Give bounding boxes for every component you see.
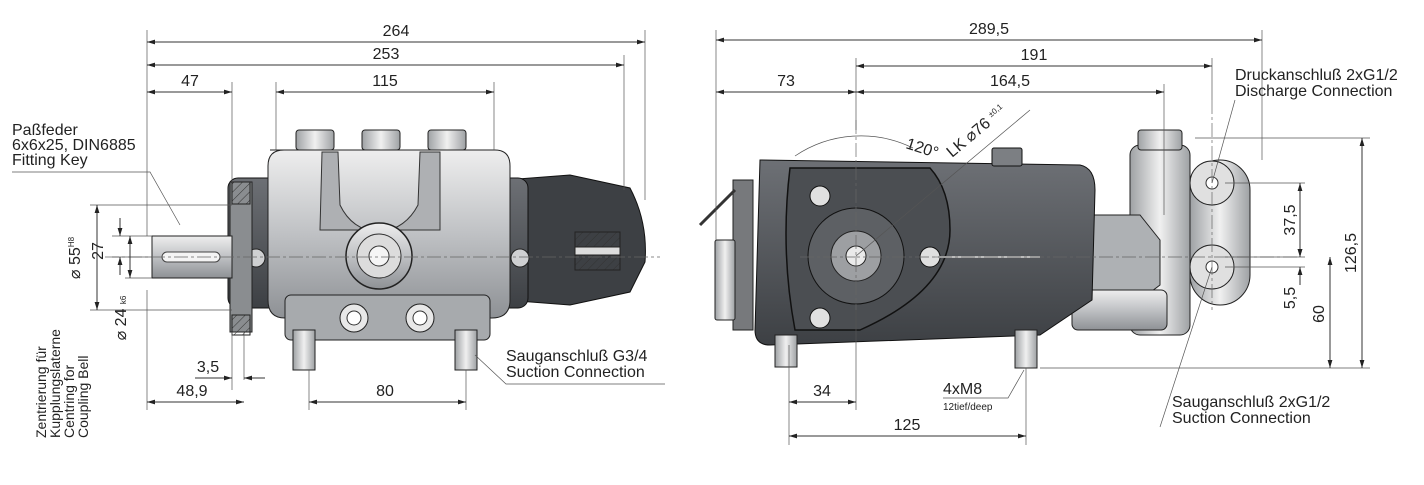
dim-24: ⌀ 24 k6 <box>113 295 130 340</box>
dim-37-5: 37,5 <box>1282 204 1299 235</box>
dim-115: 115 <box>372 73 398 90</box>
dim-126-5: 126,5 <box>1343 233 1360 273</box>
dim-289-5: 289,5 <box>969 21 1009 38</box>
bolt-spec-label: 4xM8 <box>943 381 982 398</box>
dim-253: 253 <box>373 46 400 63</box>
oil-plug <box>991 147 1023 167</box>
dim-80: 80 <box>376 383 394 400</box>
angle-120: 120° <box>904 136 941 162</box>
dim-5-5: 5,5 <box>1282 287 1299 309</box>
left-dimensions: 264 253 47 115 ⌀ 55H8 27 ⌀ 24 k6 <box>12 23 665 438</box>
bolt-depth-label: 12tief/deep <box>943 402 993 413</box>
right-pump-view <box>698 100 1300 369</box>
dim-125: 125 <box>894 417 921 434</box>
foot-left <box>292 329 316 371</box>
dim-60: 60 <box>1311 305 1328 323</box>
dim-191: 191 <box>1021 47 1048 64</box>
lower-manifold <box>284 294 491 341</box>
dim-34: 34 <box>813 383 831 400</box>
coupling-bell-label: Zentrierung fürKupplungslaterneCentring … <box>33 329 91 438</box>
dim-164-5: 164,5 <box>990 73 1030 90</box>
dim-47: 47 <box>181 73 199 90</box>
left-pump-view <box>105 129 660 371</box>
dim-73: 73 <box>777 73 795 90</box>
side-plate <box>732 179 754 331</box>
dim-264: 264 <box>383 23 410 40</box>
dim-27: 27 <box>90 242 107 260</box>
dim-3-5: 3,5 <box>197 359 219 376</box>
foot-right <box>454 329 478 371</box>
dim-48-9: 48,9 <box>176 383 207 400</box>
head-bolts <box>295 129 467 151</box>
dim-55: ⌀ 55H8 <box>67 236 84 279</box>
